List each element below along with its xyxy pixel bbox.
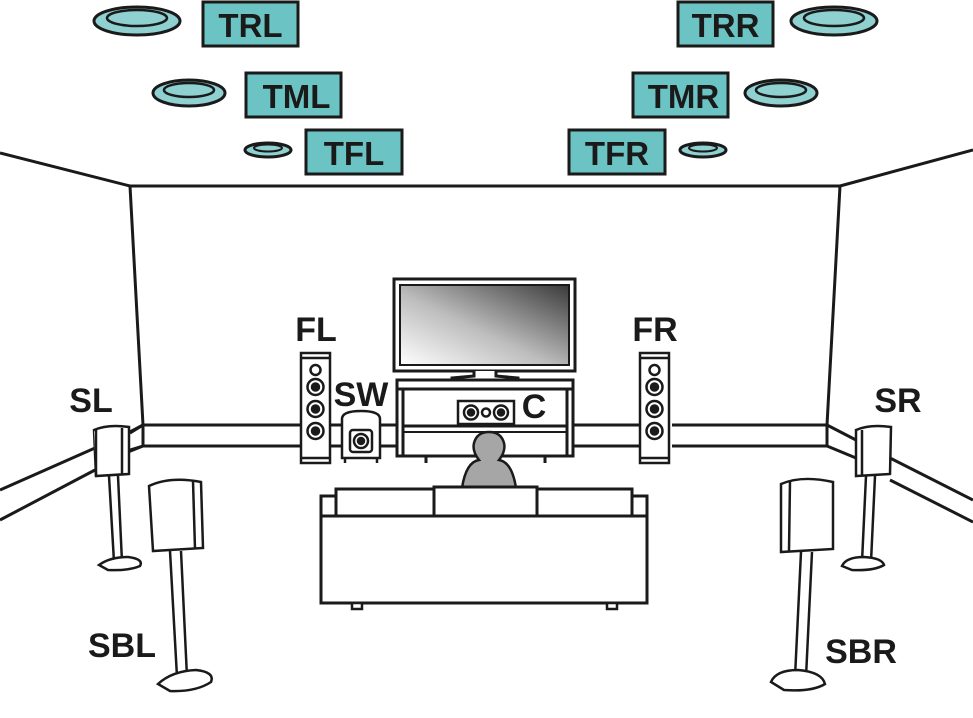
right-wall-edge: [825, 185, 842, 426]
left-wall-edge: [128, 185, 145, 426]
ceiling-speakers: [92, 5, 879, 159]
tag-trl: TRL: [201, 0, 300, 48]
ceiling-speaker-tfr-icon: [678, 141, 728, 159]
tag-tml: TML: [244, 71, 343, 119]
label-sw: SW: [334, 376, 390, 414]
left-side-baseboard-2: [127, 423, 144, 454]
ceiling-speaker-tmr-icon: [743, 78, 819, 108]
label-tml: TML: [263, 78, 331, 115]
tv: [392, 277, 577, 386]
label-tfl: TFL: [324, 135, 384, 172]
ceiling-tags: TRL TRR TML TMR TFL TFR: [201, 0, 775, 176]
label-fl: FL: [295, 311, 337, 349]
room-outline: [0, 148, 973, 524]
label-sr: SR: [874, 382, 921, 420]
subwoofer-icon: [340, 409, 382, 463]
tag-trr: TRR: [676, 0, 775, 48]
surround-back-right-speaker-icon: [769, 477, 835, 692]
right-side-baseboard: [826, 423, 973, 524]
front-left-speaker-icon: [299, 351, 332, 465]
label-fr: FR: [632, 311, 677, 349]
surround-left-speaker-icon: [92, 424, 142, 572]
label-sbr: SBR: [825, 633, 897, 671]
back-baseboard: [143, 423, 827, 448]
left-side-baseboard: [0, 446, 96, 522]
surround-right-speaker-icon: [840, 424, 893, 572]
label-trr: TRR: [692, 7, 760, 44]
label-sl: SL: [69, 382, 112, 420]
label-c: C: [522, 388, 547, 426]
listener-icon: [460, 430, 518, 490]
front-right-speaker-icon: [638, 351, 671, 465]
floor-labels: FL FR SW C SL SR SBL SBR: [69, 311, 921, 671]
label-tfr: TFR: [585, 135, 649, 172]
ceiling-edge: [0, 148, 973, 188]
ceiling-speaker-trr-icon: [789, 5, 879, 37]
ceiling-speaker-trl-icon: [92, 5, 182, 37]
tag-tmr: TMR: [631, 71, 730, 119]
tag-tfr: TFR: [567, 128, 667, 176]
tag-tfl: TFL: [304, 128, 404, 176]
label-sbl: SBL: [88, 627, 156, 665]
label-trl: TRL: [218, 7, 282, 44]
center-speaker-icon: [456, 399, 516, 426]
label-tmr: TMR: [648, 78, 720, 115]
sofa: [319, 485, 649, 611]
surround-back-left-speaker-icon: [147, 478, 213, 693]
ceiling-speaker-tfl-icon: [243, 141, 293, 159]
ceiling-speaker-tml-icon: [151, 78, 227, 108]
